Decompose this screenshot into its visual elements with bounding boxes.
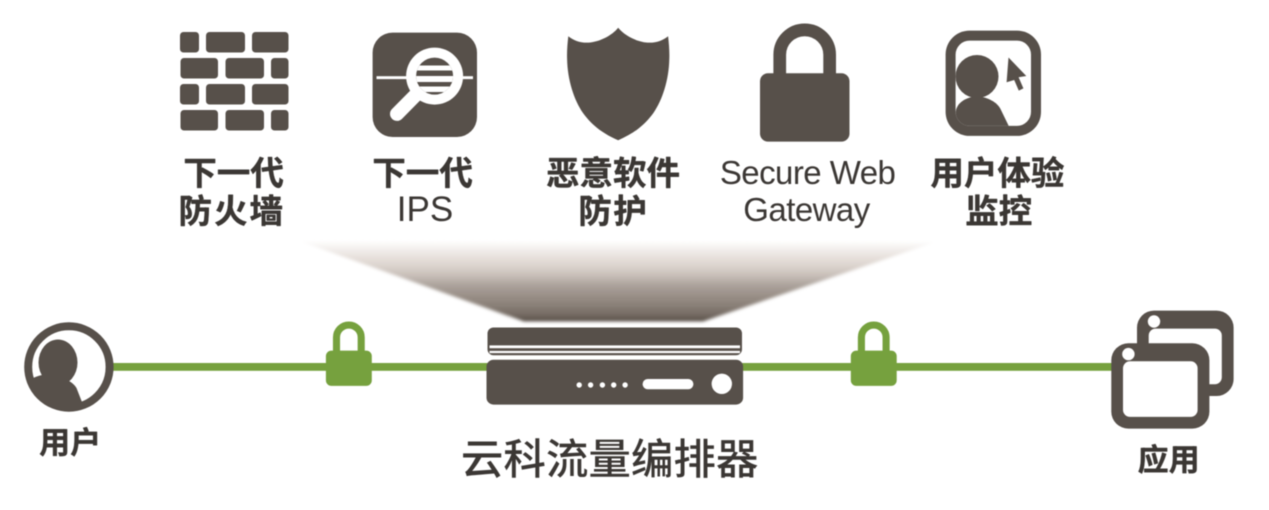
svg-text:Secure Web: Secure Web	[720, 154, 896, 191]
svg-text:IPS: IPS	[397, 190, 453, 229]
svg-text:Gateway: Gateway	[743, 191, 870, 228]
